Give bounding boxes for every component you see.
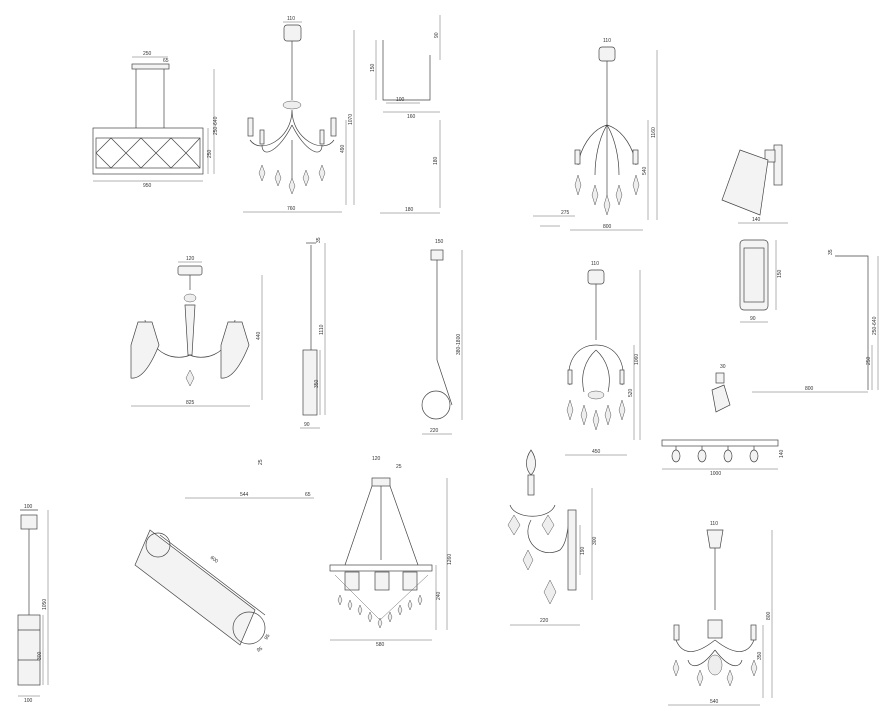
fixture-sconce: 190 300 220 — [507, 449, 598, 626]
dim-text: 350 — [757, 651, 763, 660]
dim-text: 490 — [340, 144, 346, 153]
dim-text: 600 — [209, 555, 219, 565]
fixture-tube: 600 95 95 — [134, 529, 272, 654]
dim-text: 540 — [710, 699, 719, 705]
dim-text: 1160 — [651, 127, 657, 138]
dim-text: 110 — [603, 38, 611, 44]
dim-text: 275 — [561, 210, 570, 216]
fixture-track-rail: 250-640 250 800 — [752, 255, 879, 393]
dim-text: 95 — [256, 646, 264, 654]
dim-text: 1060 — [634, 354, 640, 365]
dim-text: 800 — [805, 386, 814, 392]
fixture-rect-pendant: 250 65 950 250-640 250 — [92, 51, 219, 189]
dim-text: 180 — [433, 156, 439, 165]
dim-text: 540 — [642, 166, 648, 175]
dim-text: 65 — [163, 58, 169, 64]
fixture-chandelier-small: 110 800 350 540 — [668, 521, 773, 706]
dim-text: 250 — [143, 51, 152, 57]
dim-text: 190 — [580, 546, 586, 555]
fixture-dim-line: 25 544 65 — [185, 459, 314, 499]
fixture-chandelier-tall: 110 1160 540 800 275 — [533, 38, 658, 231]
dim-text: 250 — [866, 356, 872, 365]
dim-text: 90 — [750, 316, 756, 322]
dim-text: 1000 — [710, 471, 721, 477]
fixture-cylinder-spot: 150 90 35 — [739, 239, 834, 323]
dim-text: 250 — [207, 149, 213, 158]
dim-text: 440 — [256, 331, 262, 340]
fixture-wall-bracket: 90 150 100 160 180 180 — [370, 15, 441, 214]
dim-text: 110 — [591, 261, 599, 267]
fixture-slim-pendant: 35 1110 350 90 — [300, 237, 326, 429]
dim-text: 250-640 — [213, 116, 219, 135]
dim-text: 150 — [777, 269, 783, 278]
dim-text: 160 — [407, 114, 416, 120]
dim-text: 100 — [24, 698, 33, 704]
dim-text: 180 — [405, 207, 414, 213]
dim-text: 450 — [592, 449, 601, 455]
dim-text: 760 — [287, 206, 296, 212]
fixture-two-shade: 120 440 825 — [130, 256, 263, 407]
dim-text: 65 — [305, 492, 311, 498]
dim-text: 25 — [396, 464, 402, 470]
dim-text: 580 — [376, 642, 385, 648]
dim-text: 120 — [372, 456, 381, 462]
dim-text: 35 — [316, 237, 322, 243]
dim-text: 250-640 — [872, 316, 878, 335]
dim-text: 100 — [396, 97, 405, 103]
dim-text: 220 — [430, 428, 439, 434]
dim-text: 140 — [779, 449, 785, 458]
fixture-chandelier-5: 110 1070 490 760 — [243, 16, 355, 213]
dim-text: 544 — [240, 492, 249, 498]
dim-text: 150 — [435, 239, 444, 245]
dim-text: 220 — [540, 618, 549, 624]
dim-text: 300 — [37, 651, 43, 660]
dim-text: 300 — [592, 536, 598, 545]
dim-text: 90 — [434, 32, 440, 38]
dim-text: 380-1800 — [456, 334, 462, 355]
fixture-track-bar: 1000 140 — [661, 439, 785, 477]
dim-text: 110 — [287, 16, 295, 22]
dim-text: 30 — [720, 364, 726, 370]
dim-text: 95 — [264, 633, 272, 641]
fixture-crystal-drop: 120 25 1260 240 580 — [329, 456, 453, 648]
dim-text: 350 — [314, 379, 320, 388]
fixture-cylinder-pendant: 100 1050 300 100 — [17, 504, 49, 704]
dim-text: 240 — [436, 591, 442, 600]
fixture-globe-pendant: 150 380-1800 220 — [421, 239, 463, 435]
dim-text: 520 — [628, 388, 634, 397]
dim-text: 25 — [258, 459, 264, 465]
dim-text: 1110 — [319, 324, 325, 335]
dim-text: 110 — [710, 521, 718, 527]
dim-text: 100 — [24, 504, 33, 510]
fixture-wall-spot: 140 — [721, 144, 788, 224]
dim-text: 90 — [304, 422, 310, 428]
dim-text: 1050 — [42, 599, 48, 610]
dim-text: 140 — [752, 217, 761, 223]
dim-text: 825 — [186, 400, 195, 406]
dim-text: 950 — [143, 183, 152, 189]
dim-text: 800 — [603, 224, 612, 230]
dim-text: 1260 — [447, 554, 453, 565]
fixture-small-spot: 30 — [711, 364, 731, 413]
dim-text: 800 — [766, 611, 772, 620]
dim-text: 150 — [370, 63, 376, 72]
dim-text: 35 — [828, 249, 834, 255]
dim-text: 120 — [186, 256, 195, 262]
dim-text: 1070 — [348, 114, 354, 125]
fixture-chandelier-6: 110 1060 520 450 — [565, 261, 641, 456]
